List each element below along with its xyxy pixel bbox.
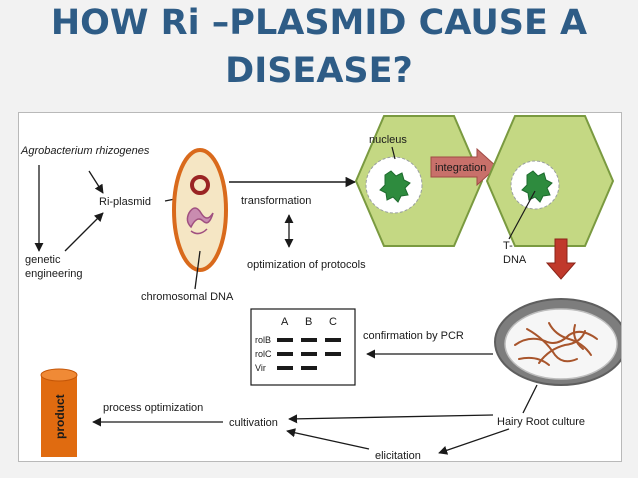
label-confirmation-pcr: confirmation by PCR — [363, 330, 464, 342]
ri-plasmid-diagram: Agrobacterium rhizogenes Ri-plasmid gene… — [20, 115, 628, 462]
gel-box — [250, 308, 356, 386]
label-product: product — [53, 394, 67, 439]
gel-column-b: B — [305, 316, 312, 328]
label-dna: DNA — [503, 254, 527, 266]
label-process-optimization: process optimization — [103, 402, 203, 414]
label-nucleus: nucleus — [369, 134, 407, 146]
arrow-agro-to-plasmid — [88, 170, 104, 194]
ri-plasmid-ring — [190, 175, 210, 195]
pointer-chromosomal — [194, 250, 201, 290]
chromosomal-dna-shape — [186, 207, 214, 229]
label-ri-plasmid: Ri-plasmid — [99, 196, 151, 208]
hairy-roots — [514, 322, 598, 366]
arrow-elicitation-to-cultivation — [286, 428, 370, 450]
label-agrobacterium: Agrobacterium rhizogenes — [20, 145, 150, 157]
label-transformation: transformation — [241, 195, 311, 207]
label-chromosomal-dna: chromosomal DNA — [141, 291, 234, 303]
slide-title-line-2: DISEASE? — [225, 51, 413, 91]
label-cultivation: cultivation — [229, 417, 278, 429]
label-elicitation: elicitation — [375, 450, 421, 461]
label-integration: integration — [435, 162, 486, 174]
gel-column-a: A — [281, 316, 289, 328]
gel-row-rolb: rolB — [255, 335, 271, 345]
label-t: T- — [503, 240, 513, 252]
product-cylinder — [41, 375, 77, 457]
label-engineering: engineering — [25, 268, 83, 280]
arrow-to-elicitation — [438, 428, 510, 455]
label-hairy-root-culture: Hairy Root culture — [497, 416, 585, 428]
arrow-genetic-to-plasmid — [64, 212, 104, 252]
diagram-frame: Agrobacterium rhizogenes Ri-plasmid gene… — [18, 112, 628, 462]
gel-column-c: C — [329, 316, 337, 328]
label-genetic: genetic — [25, 254, 61, 266]
pointer-t-dna — [508, 190, 536, 240]
gel-row-rolc: rolC — [255, 349, 272, 359]
chromatin-1 — [379, 170, 411, 203]
chromatin-2 — [521, 170, 553, 203]
arrow-to-cultivation — [288, 414, 494, 424]
slide-title-line-1: HOW Ri –PLASMID CAUSE A — [50, 3, 588, 43]
bacterium-cell — [172, 148, 228, 272]
gel-bands — [277, 338, 341, 370]
integration-arrow — [430, 147, 498, 187]
gel-row-vir: Vir — [255, 363, 266, 373]
petri-dish — [504, 308, 618, 380]
down-arrow — [545, 238, 577, 280]
label-optimization-protocols: optimization of protocols — [247, 259, 366, 271]
